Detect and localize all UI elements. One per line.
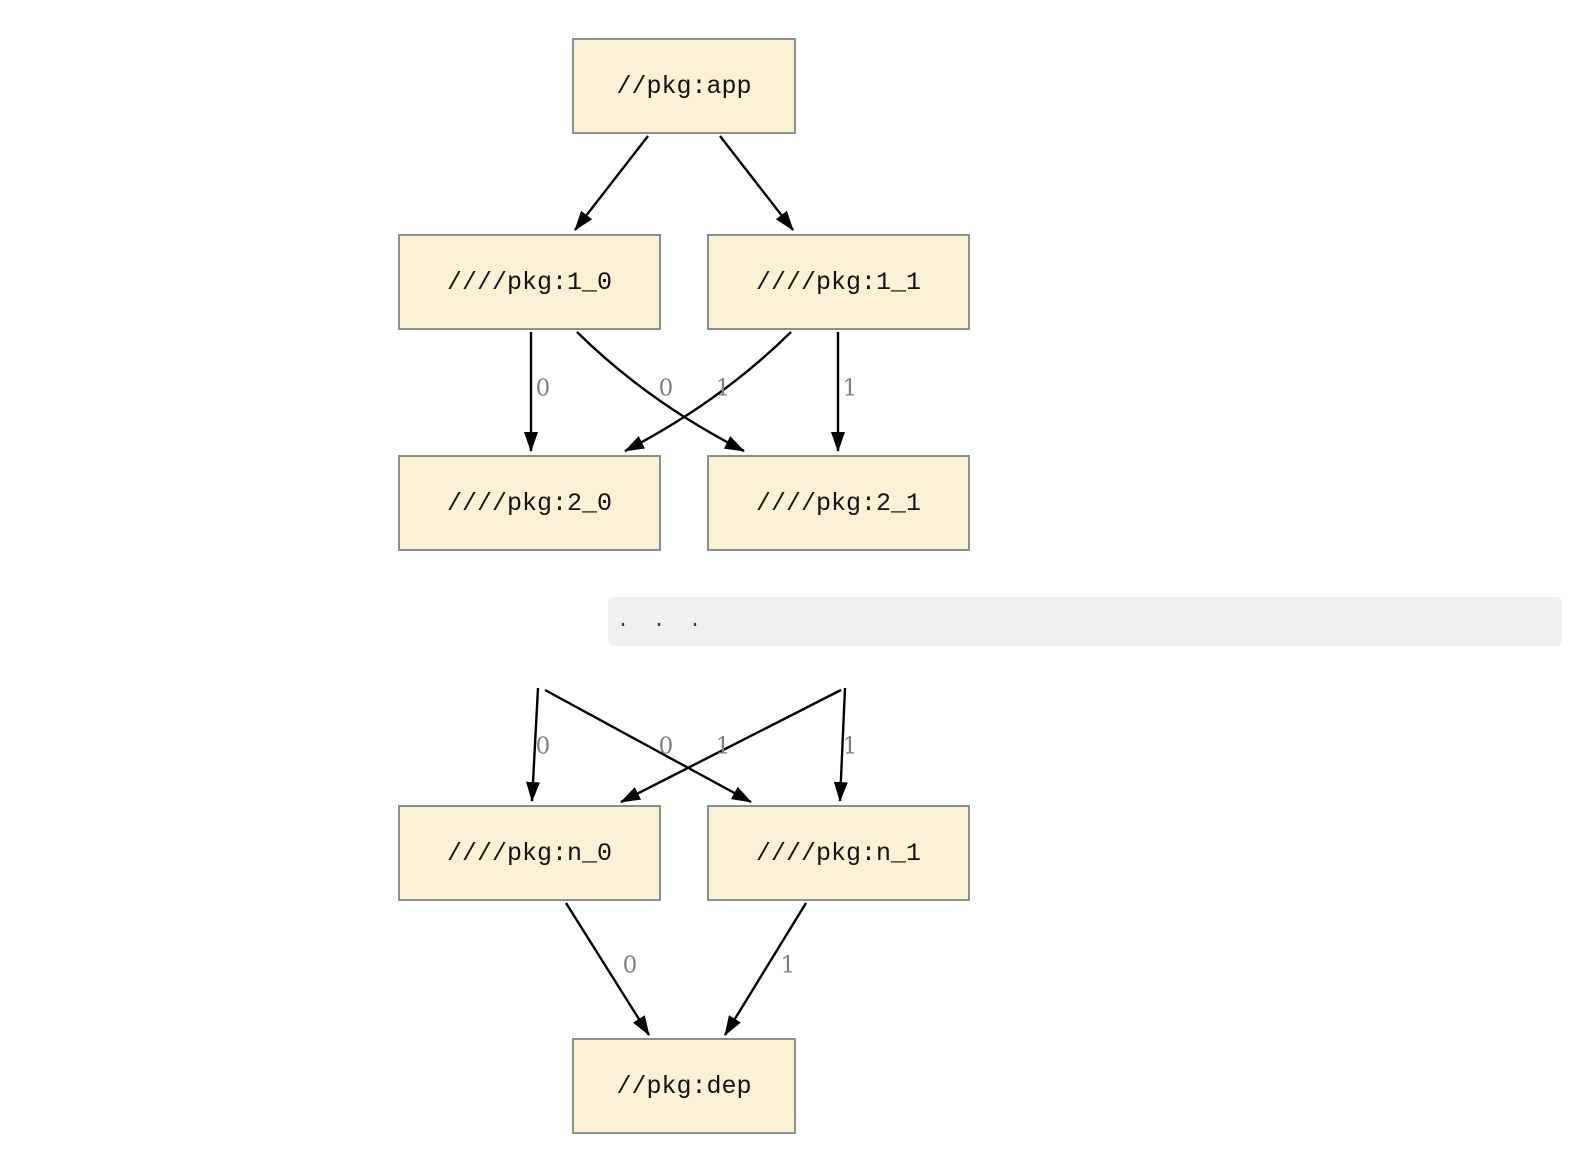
- edge-label-1-1-to-2-0: 0: [658, 375, 674, 402]
- ellipsis-text: . . .: [617, 610, 702, 633]
- edge-app-to-1-0: [574, 135, 649, 231]
- node-pkg-n-1: ////pkg:n_1: [707, 805, 970, 901]
- ellipsis-band: . . .: [608, 597, 1562, 646]
- node-pkg-1-1: ////pkg:1_1: [707, 234, 970, 330]
- node-pkg-1-1-label: ////pkg:1_1: [755, 267, 922, 297]
- node-pkg-app-label: //pkg:app: [616, 71, 752, 101]
- edge-label-1-1-to-2-1: 1: [842, 375, 858, 402]
- node-pkg-app: //pkg:app: [572, 38, 796, 134]
- edge-label-elided-to-n-0-cross: 0: [658, 733, 674, 760]
- edge-label-n-1-to-dep: 1: [780, 952, 796, 979]
- node-pkg-1-0-label: ////pkg:1_0: [446, 267, 613, 297]
- edge-label-1-0-to-2-1: 1: [715, 375, 731, 402]
- node-pkg-n-0: ////pkg:n_0: [398, 805, 661, 901]
- node-pkg-dep-label: //pkg:dep: [616, 1071, 752, 1101]
- node-pkg-2-1-label: ////pkg:2_1: [755, 488, 922, 518]
- edge-label-elided-to-n-0: 0: [535, 733, 551, 760]
- edge-label-n-0-to-dep: 0: [622, 952, 638, 979]
- node-pkg-2-1: ////pkg:2_1: [707, 455, 970, 551]
- edge-label-elided-to-n-1: 1: [842, 733, 858, 760]
- edge-elided-to-n-0-cross: [620, 688, 842, 804]
- edge-label-1-0-to-2-0: 0: [535, 375, 551, 402]
- node-pkg-n-1-label: ////pkg:n_1: [755, 838, 922, 868]
- node-pkg-2-0: ////pkg:2_0: [398, 455, 661, 551]
- edge-app-to-1-1: [719, 135, 794, 231]
- node-pkg-1-0: ////pkg:1_0: [398, 234, 661, 330]
- node-pkg-n-0-label: ////pkg:n_0: [446, 838, 613, 868]
- node-pkg-2-0-label: ////pkg:2_0: [446, 488, 613, 518]
- node-pkg-dep: //pkg:dep: [572, 1038, 796, 1134]
- edge-1-1-to-2-0: [624, 331, 792, 453]
- edge-label-elided-to-n-1-cross: 1: [715, 733, 731, 760]
